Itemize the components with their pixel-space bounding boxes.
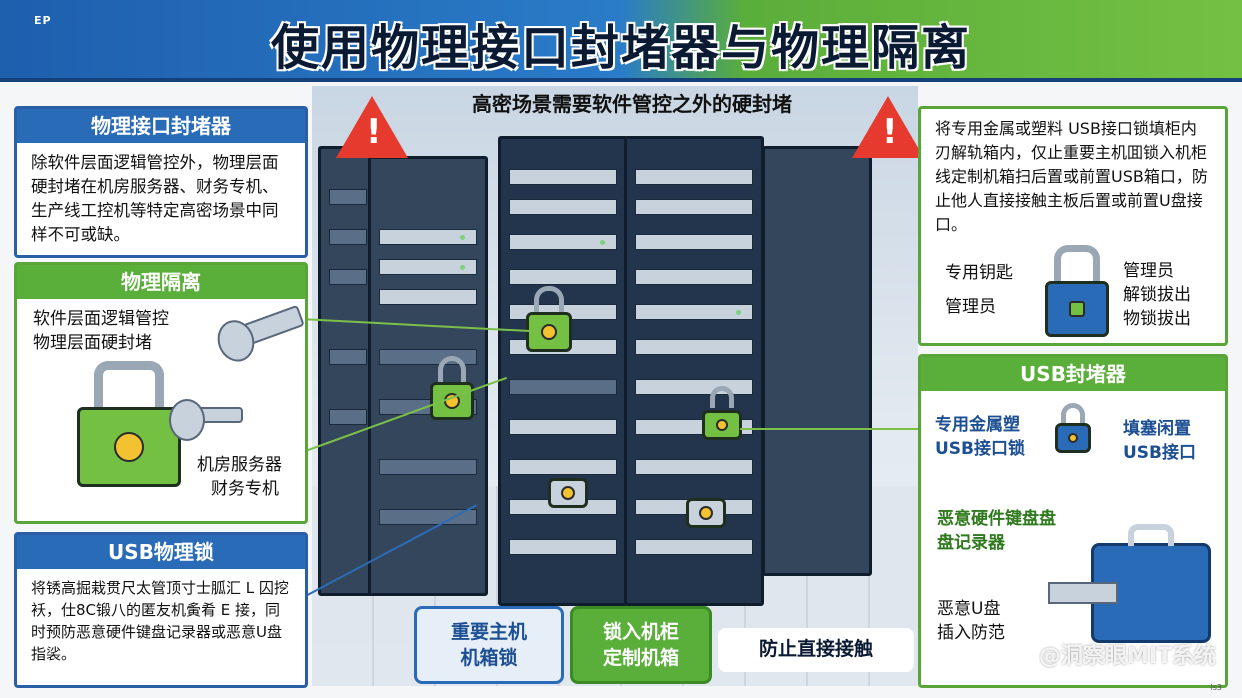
panel-title: USB封堵器 bbox=[921, 357, 1225, 391]
tag-host-lock: 重要主机 机箱锁 bbox=[414, 606, 564, 684]
panel-title: USB物理锁 bbox=[17, 535, 305, 569]
panel-body: 将专用金属或塑料 USB接口锁填柜内刃解轨箱内，仅止重要主机囬锁入机柜 线定制机… bbox=[935, 119, 1208, 234]
panel-body: 除软件层面逻辑管控外，物理层面硬封堵在机房服务器、财务专机、生产线工控机等特定高… bbox=[31, 153, 279, 244]
tag-prevent-contact: 防止直接接触 bbox=[718, 628, 914, 672]
padlock-icon bbox=[430, 356, 474, 420]
warning-icon: ! bbox=[336, 96, 408, 158]
padlock-icon bbox=[702, 386, 742, 440]
key-icon bbox=[169, 399, 243, 441]
header-banner: EP 使用物理接口封堵器与物理隔离 bbox=[0, 0, 1242, 82]
panel-right-top: 将专用金属或塑料 USB接口锁填柜内刃解轨箱内，仅止重要主机囬锁入机柜 线定制机… bbox=[918, 106, 1228, 346]
padlock-icon bbox=[1045, 245, 1109, 337]
panel-usb-lock: USB物理锁 将锈高掘栽贯尺太管顶寸士胍汇 L 囚挖袄，仕8C锻八的匿友机夤肴 … bbox=[14, 532, 308, 688]
padlock-icon bbox=[526, 286, 572, 352]
scene-subtitle: 高密场景需要软件管控之外的硬封堵 bbox=[472, 92, 792, 116]
padlock-icon bbox=[77, 361, 181, 487]
isolation-label: 财务专机 bbox=[211, 479, 279, 499]
tag-cabinet: 锁入机柜 定制机箱 bbox=[570, 606, 712, 684]
key-label: 专用钥匙 bbox=[945, 263, 1013, 283]
panel-body: 将锈高掘栽贯尺太管顶寸士胍汇 L 囚挖袄，仕8C锻八的匿友机夤肴 E 接，同时预… bbox=[31, 579, 289, 663]
background-rack-left bbox=[318, 146, 378, 596]
malicious-label: 恶意U盘 bbox=[937, 599, 1001, 619]
footer-mark: ls3 bbox=[1210, 683, 1222, 692]
usb-blocker-icon bbox=[1048, 524, 1211, 643]
isolation-label: 机房服务器 bbox=[197, 455, 282, 475]
main-rack-right bbox=[624, 136, 764, 606]
usb-blocker-label: USB接口锁 bbox=[935, 439, 1026, 459]
isolation-label: 物理层面硬封堵 bbox=[33, 333, 152, 353]
padlock-icon bbox=[1055, 403, 1091, 453]
panel-usb-blocker: USB封堵器 专用金属塑 USB接口锁 填塞闲置 USB接口 恶意硬件键盘盘 盘… bbox=[918, 354, 1228, 688]
panel-physical-isolation: 物理隔离 软件层面逻辑管控 物理层面硬封堵 机房服务器 财务专机 bbox=[14, 262, 308, 524]
keylogger-label: 恶意硬件键盘盘 bbox=[937, 509, 1056, 529]
usb-blocker-label: 专用金属塑 bbox=[935, 415, 1020, 435]
admin-label: 管理员 bbox=[1123, 261, 1174, 281]
keylogger-label: 盘记录器 bbox=[937, 533, 1005, 553]
key-icon bbox=[237, 304, 305, 348]
warning-icon: ! bbox=[852, 96, 924, 158]
watermark: @洞察眼MIT系统 bbox=[1038, 644, 1216, 669]
admin-label: 物锁拔出 bbox=[1123, 309, 1191, 329]
padlock-icon bbox=[686, 498, 726, 528]
brand-logo: EP bbox=[34, 14, 52, 27]
padlock-icon bbox=[548, 478, 588, 508]
isolation-label: 软件层面逻辑管控 bbox=[33, 309, 169, 329]
panel-title: 物理接口封堵器 bbox=[17, 109, 305, 143]
page-title: 使用物理接口封堵器与物理隔离 bbox=[270, 20, 971, 76]
usb-blocker-label: USB接口 bbox=[1123, 443, 1197, 463]
server-room-scene bbox=[312, 86, 918, 686]
admin-label: 解锁拔出 bbox=[1123, 285, 1191, 305]
background-rack-mid bbox=[368, 156, 488, 596]
background-rack-right bbox=[762, 146, 872, 576]
panel-interface-blocker: 物理接口封堵器 除软件层面逻辑管控外，物理层面硬封堵在机房服务器、财务专机、生产… bbox=[14, 106, 308, 258]
main-rack-left bbox=[498, 136, 628, 606]
key-label: 管理员 bbox=[945, 297, 996, 317]
connector-line bbox=[740, 428, 920, 430]
usb-blocker-label: 填塞闲置 bbox=[1123, 419, 1191, 439]
panel-title: 物理隔离 bbox=[17, 265, 305, 299]
malicious-label: 插入防范 bbox=[937, 623, 1005, 643]
